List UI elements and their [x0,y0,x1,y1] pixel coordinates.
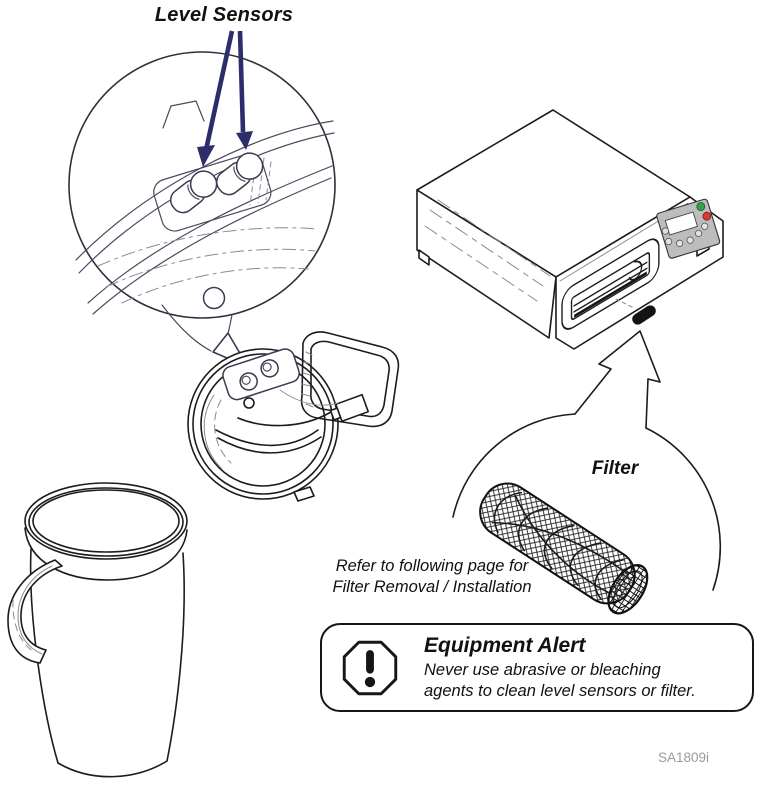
device-left-face [416,189,557,339]
navy-arrow-line-right [237,30,246,133]
balloon-arrow-icon [574,330,661,429]
refer-note-line2: Filter Removal / Installation [332,578,532,596]
filter-label: Filter [591,458,639,479]
refer-note-line1: Refer to following page for [335,557,529,575]
panel-buttons [661,222,709,247]
lid-knob-detail [202,286,226,310]
sterilizer-device [416,109,724,350]
reservoir-lid [187,331,400,502]
exclamation-octagon-icon [342,640,398,696]
navy-arrow-line-left [203,30,235,151]
device-door-recess [561,238,660,330]
lid-tubes [215,389,370,454]
lid-handle [300,331,400,428]
rim-tab [162,100,205,129]
installed-filter [632,305,656,325]
equipment-alert-box: Equipment Alert Never use abrasive or bl… [320,623,754,712]
water-pitcher [7,482,188,778]
filter-balloon [452,330,722,615]
stop-button [702,211,712,221]
refer-note: Refer to following page for Filter Remov… [312,556,552,598]
level-sensor-right [215,152,264,196]
figure-code: SA1809i [658,750,710,765]
filter-mesh [479,482,649,615]
equipment-alert-title: Equipment Alert [424,634,586,657]
lid-sensor-plate [222,348,300,401]
device-control-panel [656,198,721,259]
level-sensor-arrow-icons [197,30,253,167]
start-button [696,202,706,211]
display-screen [664,211,699,236]
level-sensor-left [169,170,218,214]
equipment-alert-body-line2: agents to clean level sensors or filter. [424,681,696,700]
level-sensors-label: Level Sensors [154,4,294,26]
navy-arrowhead-left-icon [197,145,215,167]
navy-arrowhead-right-icon [236,131,253,150]
equipment-alert-text: Equipment Alert Never use abrasive or bl… [424,634,738,701]
level-sensor-detail-circle [68,51,336,368]
sensor-recess [153,153,272,232]
pitcher-handle [7,559,63,664]
equipment-alert-body-line1: Never use abrasive or bleaching [424,661,661,679]
